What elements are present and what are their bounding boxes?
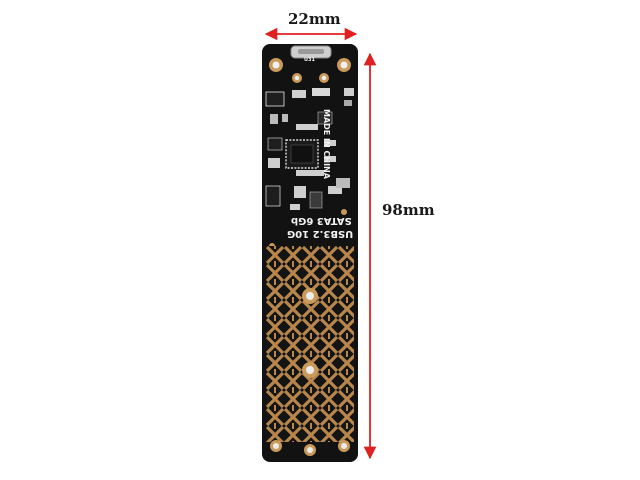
usb-silkscreen: USB3.2 10G bbox=[287, 228, 354, 239]
copper-pattern-holes bbox=[270, 288, 350, 456]
sata-silkscreen: SATA3 6Gb bbox=[291, 215, 352, 226]
copper-pattern-area bbox=[266, 246, 354, 442]
width-dimension-label: 22mm bbox=[288, 10, 341, 28]
smd-components bbox=[265, 88, 354, 210]
ic-silkscreen-label: U31 bbox=[304, 57, 316, 63]
controller-chip bbox=[285, 139, 319, 169]
made-in-china-silkscreen: MADE IN CHINA bbox=[322, 109, 331, 179]
height-dimension-label: 98mm bbox=[382, 201, 435, 219]
